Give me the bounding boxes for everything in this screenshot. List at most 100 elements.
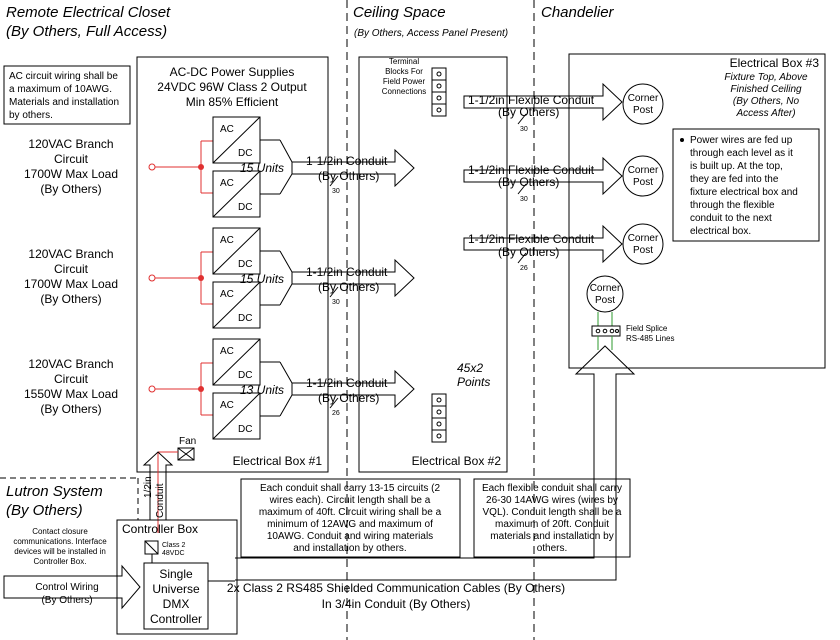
terminal-blocks-label: Terminal (389, 57, 419, 66)
svg-text:fixture electrical box and: fixture electrical box and (690, 187, 798, 198)
branch-group-2: 120VAC Branch Circuit 1700W Max Load (By… (24, 227, 293, 329)
svg-text:Corner: Corner (628, 233, 659, 244)
svg-text:DC: DC (238, 202, 252, 213)
zone-dividers (0, 0, 535, 640)
electrical-box-3: Electrical Box #3 Fixture Top, Above Fin… (568, 53, 826, 369)
field-splice: Field Splice RS-485 Lines (591, 312, 674, 350)
class2-psu-icon (144, 540, 159, 555)
svg-text:AC: AC (220, 289, 234, 300)
svg-text:(By Others): (By Others) (41, 595, 92, 606)
corner-post: Corner Post (622, 83, 664, 125)
svg-text:Circuit: Circuit (54, 262, 89, 276)
terminal-block-top (431, 67, 447, 117)
zone-ceiling-title: Ceiling Space (353, 4, 446, 21)
svg-text:1700W Max Load: 1700W Max Load (24, 167, 118, 181)
svg-text:Min 85% Efficient: Min 85% Efficient (186, 95, 279, 109)
svg-text:DC: DC (238, 148, 252, 159)
svg-text:Contact closure: Contact closure (32, 527, 88, 536)
box1-label: Electrical Box #1 (233, 454, 323, 468)
svg-text:Access After): Access After) (735, 108, 795, 119)
svg-text:Points: Points (457, 375, 490, 389)
svg-text:30: 30 (520, 126, 528, 133)
svg-text:(By Others): (By Others) (498, 175, 559, 189)
svg-text:Finished Ceiling: Finished Ceiling (730, 84, 802, 95)
conduit-note: Each conduit shall carry 13-15 circuits … (240, 478, 461, 558)
ac-wiring-note: AC circuit wiring shall be a maximum of … (3, 65, 131, 125)
svg-text:Connections: Connections (382, 87, 426, 96)
control-wiring-arrow: Control Wiring (By Others) (3, 564, 141, 610)
branch-2-label: 120VAC Branch (28, 247, 113, 261)
svg-text:1-1/2in Flexible Conduit: 1-1/2in Flexible Conduit (468, 163, 595, 177)
svg-text:Corner: Corner (628, 93, 659, 104)
flex-conduit-arrow-3: 1-1/2in Flexible Conduit (By Others) 26 (463, 224, 623, 272)
half-inch-conduit: 1/2in Conduit (142, 451, 174, 521)
svg-text:AC: AC (220, 235, 234, 246)
svg-text:DC: DC (238, 259, 252, 270)
svg-text:wires each). Circuit length sh: wires each). Circuit length shall be a (269, 495, 431, 506)
svg-text:Post: Post (633, 105, 653, 116)
svg-text:1-1/2in Flexible Conduit: 1-1/2in Flexible Conduit (468, 93, 595, 107)
svg-text:Field Power: Field Power (383, 77, 426, 86)
conduit-arrow-2: 1-1/2in Conduit (By Others) 30 (291, 258, 415, 306)
svg-text:(By Others): (By Others) (40, 182, 101, 196)
contact-closure-note: Contact closure communications. Interfac… (13, 527, 107, 566)
power-supply-icon: AC DC (212, 392, 261, 440)
svg-text:1-1/2in Conduit: 1-1/2in Conduit (306, 154, 388, 168)
psu-title: AC-DC Power Supplies (170, 65, 295, 79)
branch-1-label: 120VAC Branch (28, 137, 113, 151)
svg-text:Universe: Universe (152, 582, 200, 596)
svg-text:Controller Box.: Controller Box. (34, 557, 87, 566)
branch-group-1: 120VAC Branch Circuit 1700W Max Load (By… (24, 116, 293, 218)
svg-text:Single: Single (159, 567, 193, 581)
svg-text:Each conduit shall carry 13-15: Each conduit shall carry 13-15 circuits … (260, 483, 441, 494)
svg-text:Materials and installation: Materials and installation (9, 97, 119, 108)
zone-lutron-subtitle: (By Others) (6, 502, 83, 519)
svg-text:(By Others): (By Others) (318, 391, 379, 405)
svg-text:Conduit: Conduit (155, 483, 166, 518)
svg-text:(By Others): (By Others) (498, 245, 559, 259)
zone-remote-title: Remote Electrical Closet (6, 4, 171, 21)
power-wires-note: Power wires are fed up through each leve… (672, 128, 820, 242)
svg-text:Control Wiring: Control Wiring (35, 582, 98, 593)
terminal-block-bottom (431, 393, 447, 443)
svg-text:AC: AC (220, 346, 234, 357)
zone-remote-subtitle: (By Others, Full Access) (6, 23, 167, 40)
svg-text:1-1/2in Conduit: 1-1/2in Conduit (306, 376, 388, 390)
svg-text:Circuit: Circuit (54, 152, 89, 166)
svg-text:AC: AC (220, 178, 234, 189)
svg-text:others.: others. (537, 543, 568, 554)
svg-text:they are fed into the: they are fed into the (690, 174, 779, 185)
svg-text:30: 30 (332, 188, 340, 195)
svg-text:maximum of 40ft. Circuit wirin: maximum of 40ft. Circuit wiring shall be… (259, 507, 442, 518)
svg-text:AC: AC (220, 400, 234, 411)
svg-text:and installation by others.: and installation by others. (293, 543, 406, 554)
units-label: 15 Units (240, 161, 284, 175)
svg-text:1-1/2in Conduit: 1-1/2in Conduit (306, 265, 388, 279)
rs485-conduit-label: In 3/4in Conduit (By Others) (322, 597, 471, 611)
power-supply-icon: AC DC (212, 338, 261, 386)
svg-text:(By Others): (By Others) (40, 292, 101, 306)
svg-text:electrical box.: electrical box. (690, 226, 751, 237)
svg-text:Corner: Corner (590, 283, 621, 294)
svg-text:devices will be installed in: devices will be installed in (14, 547, 106, 556)
svg-text:30: 30 (332, 299, 340, 306)
dmx-controller (143, 562, 209, 630)
svg-text:(By Others): (By Others) (40, 402, 101, 416)
svg-text:10AWG. Conduit and wiring mate: 10AWG. Conduit and wiring materials (267, 531, 433, 542)
zone-chandelier-title: Chandelier (541, 4, 615, 21)
svg-text:through the flexible: through the flexible (690, 200, 775, 211)
box3-title: Electrical Box #3 (730, 56, 820, 70)
flex-conduit-arrow-2: 1-1/2in Flexible Conduit (By Others) 30 (463, 156, 623, 203)
fan-icon: Fan (177, 436, 196, 461)
svg-text:1550W Max Load: 1550W Max Load (24, 387, 118, 401)
flex-conduit-note: Each flexible conduit shall carry 26-30 … (473, 478, 631, 558)
electrical-box-1: AC-DC Power Supplies 24VDC 96W Class 2 O… (136, 56, 329, 473)
svg-text:minimum of 12AWG and maximum o: minimum of 12AWG and maximum of (267, 519, 433, 530)
units-label: 13 Units (240, 383, 284, 397)
svg-text:Blocks For: Blocks For (385, 67, 423, 76)
power-supply-icon: AC DC (212, 170, 261, 218)
svg-text:DMX: DMX (163, 597, 190, 611)
svg-text:1700W Max Load: 1700W Max Load (24, 277, 118, 291)
zone-lutron-title: Lutron System (6, 483, 103, 500)
